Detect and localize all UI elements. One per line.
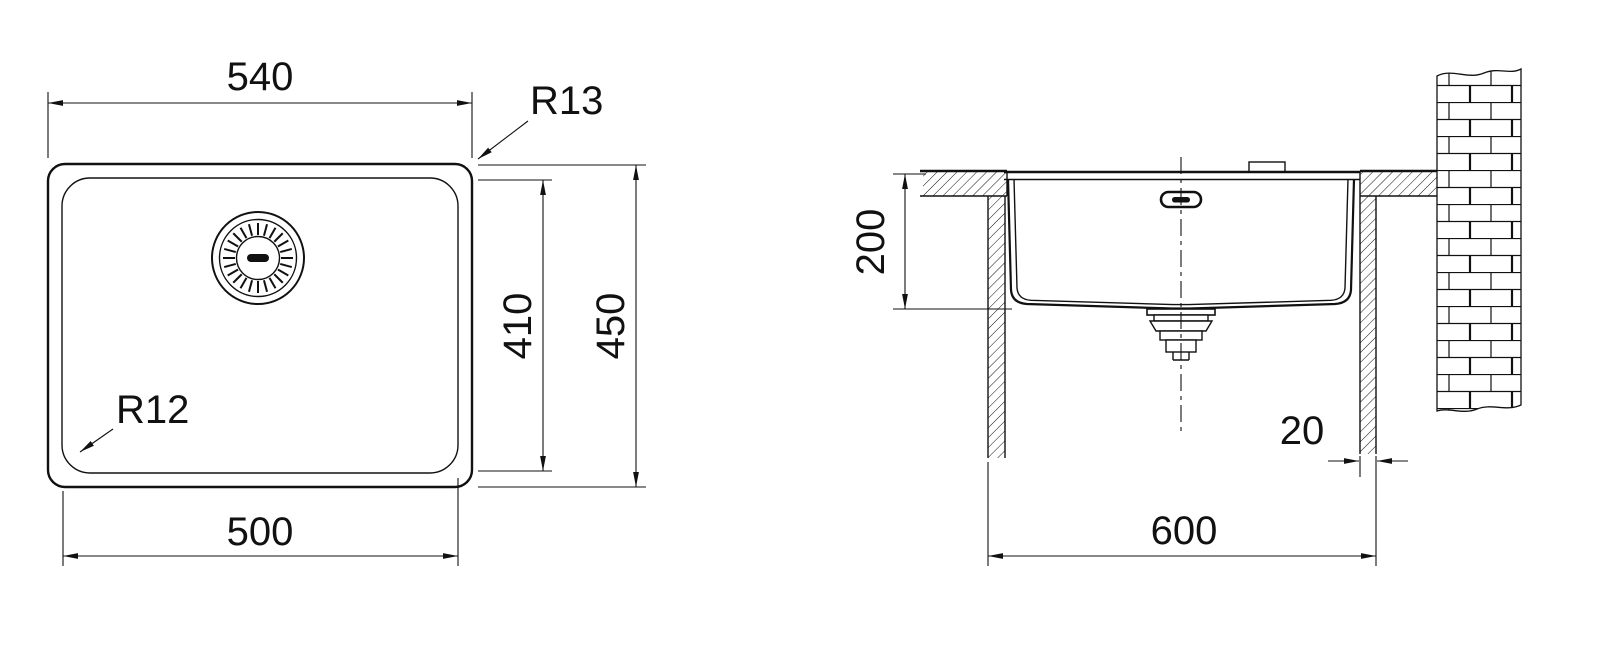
strainer-slot [232,273,243,284]
dim-450: 450 [478,164,646,488]
countertop-left [920,169,1008,197]
leader-line [79,428,114,453]
sink-section [1004,157,1360,432]
r12-label: R12 [116,388,189,432]
dim-500: 500 [62,478,459,566]
strainer-slot [262,223,269,237]
strainer-slot [223,247,237,254]
strainer-slot [279,247,293,254]
sink-outer-edge [46,162,474,489]
strainer-slot [268,226,277,240]
dim-20: 20 [1280,409,1408,477]
strainer-slot [226,268,240,277]
dim-410: 410 [478,179,552,472]
mounting-clip [1248,161,1286,173]
strainer-slot [279,262,293,269]
strainer-slot [223,262,237,269]
drain-outer-ring [211,211,305,305]
countertop-right [1359,169,1437,197]
drain-slot [247,254,269,262]
r13-label: R13 [530,79,603,123]
strainer-slot [239,276,248,290]
dim-200: 200 [849,173,1012,310]
wall-section [1436,67,1522,412]
dim-600-label: 600 [1151,509,1218,553]
strainer-slot [268,276,277,290]
dim-500-label: 500 [227,510,294,554]
sink-bowl-edge [61,177,459,474]
strainer-slot [247,279,254,293]
cabinet-side-hatch [988,196,1005,458]
dim-410-label: 410 [496,293,540,360]
strainer-slot [239,226,248,240]
strainer-slot [232,232,243,243]
dim-540-label: 540 [227,55,294,99]
strainer-slot [276,268,290,277]
cabinet-side-left [987,196,1006,458]
strainer-slot [262,279,269,293]
cabinet-side-right [1359,196,1377,454]
label-r13: R13 [477,79,603,160]
drain-ring [218,218,298,298]
leader-line [477,120,529,160]
dim-540: 540 [47,55,473,158]
section-view: 200 20 600 [849,67,1522,566]
countertop-hatch [1360,171,1437,196]
countertop-hatch [923,171,1007,196]
dim-600: 600 [987,456,1377,566]
drain-inner-ring [235,235,281,281]
strainer-slot [276,239,290,248]
cabinet-side-hatch [1360,196,1376,454]
dim-20-label: 20 [1280,409,1325,453]
strainer-slot [273,232,284,243]
dim-200-label: 200 [849,209,893,276]
drain [211,211,305,305]
dim-450-label: 450 [589,293,633,360]
label-r12: R12 [79,388,189,453]
strainer-slot [273,273,284,284]
strainer-slot [226,239,240,248]
plan-view: 540 R13 410 450 R12 500 [46,55,646,566]
brick-wall [1436,67,1522,412]
strainer-slot [247,223,254,237]
